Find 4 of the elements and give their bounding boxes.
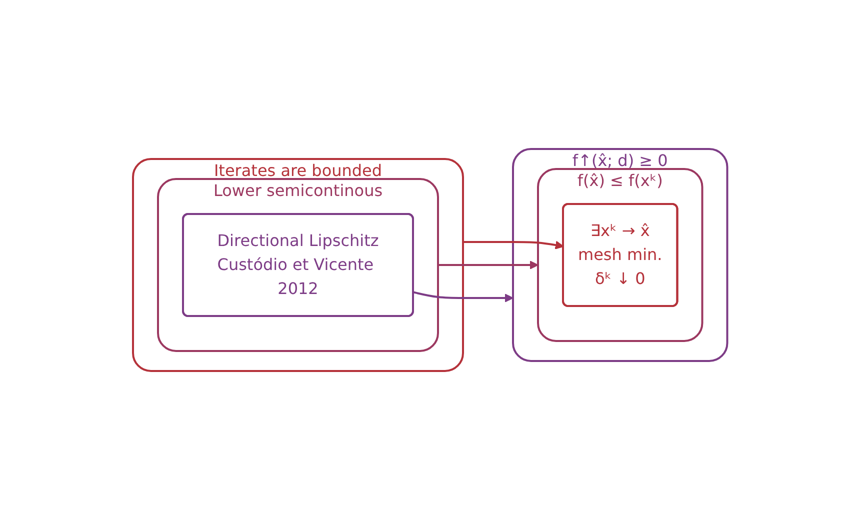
arrow <box>438 260 538 269</box>
arrow <box>462 240 564 249</box>
arrow <box>412 290 514 302</box>
node-text: Directional Lipschitz Custódio et Vicente 2012 <box>217 230 379 298</box>
